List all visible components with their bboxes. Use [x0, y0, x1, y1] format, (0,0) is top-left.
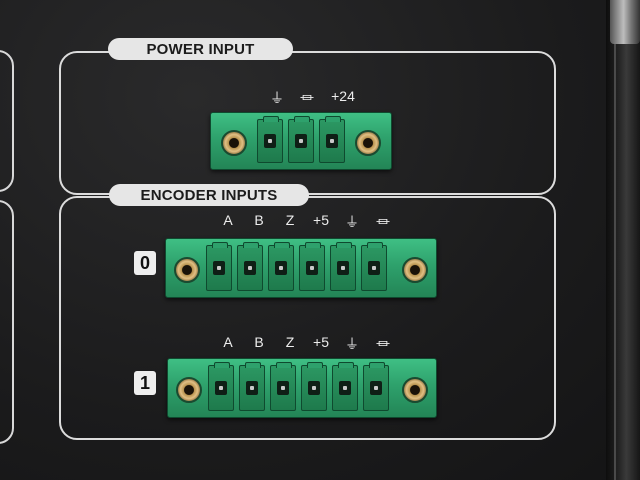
power-input-title: POWER INPUT [108, 38, 293, 60]
pin-label-chassis: ⏛ [376, 336, 390, 352]
terminal-slot[interactable] [330, 242, 356, 291]
terminal-slot[interactable] [268, 242, 294, 291]
terminal-slot[interactable] [301, 362, 327, 411]
terminal-slot[interactable] [208, 362, 234, 411]
terminal-slot[interactable] [237, 242, 263, 291]
encoder-channel-badge: 0 [134, 251, 156, 275]
mount-screw-left [174, 257, 200, 283]
pin-label-plus5: +5 [313, 334, 329, 350]
rail-line [614, 44, 616, 480]
pin-label-z: Z [285, 334, 295, 350]
encoder0-pin-labels: A B Z +5 ⏚ ⏛ [215, 212, 415, 230]
encoder-inputs-title: ENCODER INPUTS [109, 184, 309, 206]
pin-label-z: Z [285, 212, 295, 228]
mount-screw-right [355, 130, 381, 156]
pin-label-b: B [254, 334, 264, 350]
pin-label-earth: ⏚ [270, 90, 284, 106]
panel-edge-rail [606, 0, 640, 480]
pin-label-a: A [223, 212, 233, 228]
encoder-channel-badge: 1 [134, 371, 156, 395]
mount-screw-left [176, 377, 202, 403]
terminal-slot[interactable] [257, 116, 283, 163]
mount-screw-right [402, 377, 428, 403]
terminal-slot[interactable] [332, 362, 358, 411]
terminal-slot[interactable] [239, 362, 265, 411]
terminal-slot[interactable] [288, 116, 314, 163]
left-section-frame-lower [0, 200, 14, 444]
rail-knob [610, 0, 640, 44]
pin-label-b: B [254, 212, 264, 228]
encoder1-pin-labels: A B Z +5 ⏚ ⏛ [215, 334, 415, 352]
terminal-slot[interactable] [361, 242, 387, 291]
pin-label-chassis: ⏛ [300, 90, 314, 106]
pin-label-chassis: ⏛ [376, 214, 390, 230]
power-terminal-block[interactable] [210, 112, 392, 170]
left-section-frame-upper [0, 50, 14, 192]
encoder0-terminal-block[interactable] [165, 238, 437, 298]
pin-label-plus24: +24 [331, 88, 355, 104]
encoder1-terminal-block[interactable] [167, 358, 437, 418]
mount-screw-left [221, 130, 247, 156]
pin-label-earth: ⏚ [345, 214, 359, 230]
pin-label-a: A [223, 334, 233, 350]
terminal-slot[interactable] [319, 116, 345, 163]
pin-label-plus5: +5 [313, 212, 329, 228]
mount-screw-right [402, 257, 428, 283]
terminal-slot[interactable] [270, 362, 296, 411]
pin-label-earth: ⏚ [345, 336, 359, 352]
terminal-slot[interactable] [363, 362, 389, 411]
terminal-slot[interactable] [206, 242, 232, 291]
terminal-slot[interactable] [299, 242, 325, 291]
